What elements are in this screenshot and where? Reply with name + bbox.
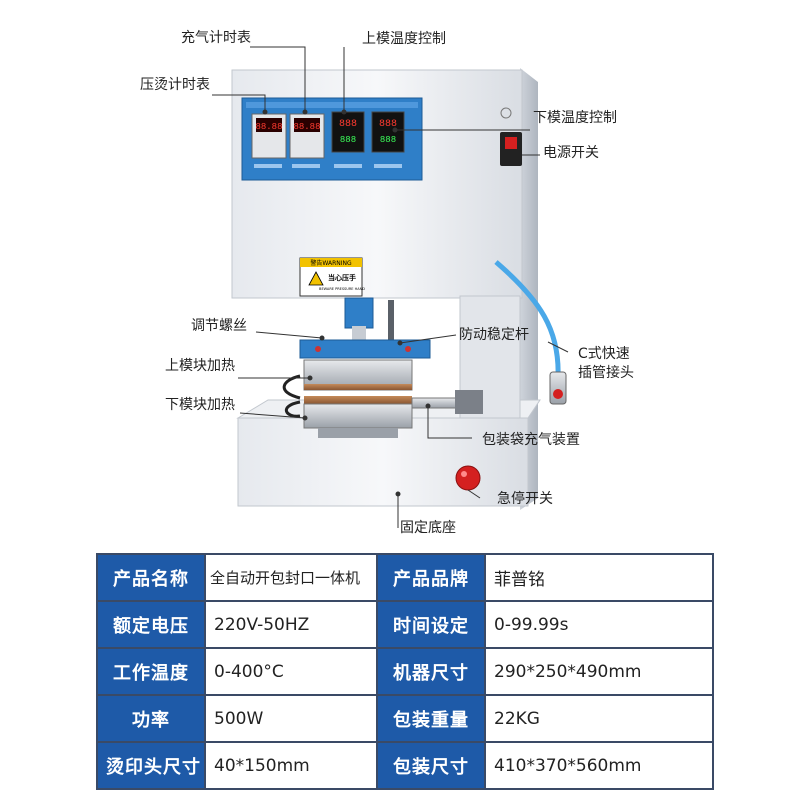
callout-inflate-timer: 充气计时表 — [181, 30, 251, 46]
display-3: 888 — [339, 119, 357, 130]
callout-press-timer: 压烫计时表 — [140, 77, 210, 93]
svg-text:888: 888 — [380, 135, 396, 145]
callout-lower-temp-control: 下模温度控制 — [533, 110, 617, 126]
spec-value: 500W — [204, 694, 378, 743]
callout-emergency-stop: 急停开关 — [497, 491, 553, 507]
callout-adjust-screw: 调节螺丝 — [191, 318, 247, 334]
callout-c-quick-connector-1: C式快速 — [578, 346, 630, 362]
warning-text: 当心压手 — [328, 273, 356, 282]
display-4: 888 — [379, 119, 397, 130]
air-hose — [494, 260, 561, 379]
table-row: 额定电压 220V-50HZ 时间设定 0-99.99s — [96, 600, 714, 649]
callout-lower-mold-heat: 下模块加热 — [165, 397, 235, 413]
spec-table: 产品名称 全自动开包封口一体机 产品品牌 菲普铭 额定电压 220V-50HZ … — [96, 553, 714, 790]
svg-text:888: 888 — [340, 135, 356, 145]
callout-bag-inflate-device: 包装袋充气装置 — [482, 432, 580, 448]
carrier-plate — [299, 339, 431, 359]
spec-value: 菲普铭 — [484, 553, 714, 602]
machine-illustration: 88.88 88.88 888 888 888 888 警告WARNING 当心… — [212, 46, 569, 528]
spec-key: 工作温度 — [96, 647, 206, 696]
spec-key: 产品名称 — [96, 553, 206, 602]
table-row: 烫印头尺寸 40*150mm 包装尺寸 410*370*560mm — [96, 741, 714, 790]
spec-key: 包装尺寸 — [376, 741, 486, 790]
spec-value: 0-400°C — [204, 647, 378, 696]
warning-header: 警告WARNING — [310, 259, 352, 267]
lower-mold — [304, 396, 412, 404]
display-2: 88.88 — [293, 122, 320, 132]
table-row: 产品名称 全自动开包封口一体机 产品品牌 菲普铭 — [96, 553, 714, 602]
inflate-nozzle — [411, 397, 461, 409]
callout-power-switch: 电源开关 — [543, 145, 599, 161]
spec-key: 产品品牌 — [376, 553, 486, 602]
emergency-stop — [455, 465, 481, 491]
spec-key: 额定电压 — [96, 600, 206, 649]
spec-key: 烫印头尺寸 — [96, 741, 206, 790]
spec-value: 410*370*560mm — [484, 741, 714, 790]
callout-c-quick-connector-2: 插管接头 — [578, 365, 634, 381]
spec-key: 包装重量 — [376, 694, 486, 743]
spec-value: 290*250*490mm — [484, 647, 714, 696]
display-1: 88.88 — [255, 122, 282, 132]
spec-value: 22KG — [484, 694, 714, 743]
spec-value: 40*150mm — [204, 741, 378, 790]
callout-upper-mold-heat: 上模块加热 — [165, 358, 235, 374]
callout-fixed-base: 固定底座 — [400, 520, 456, 536]
spec-value: 220V-50HZ — [204, 600, 378, 649]
table-row: 功率 500W 包装重量 22KG — [96, 694, 714, 743]
spec-value: 0-99.99s — [484, 600, 714, 649]
spec-value: 全自动开包封口一体机 — [204, 553, 378, 602]
spec-key: 机器尺寸 — [376, 647, 486, 696]
callout-upper-temp-control: 上模温度控制 — [362, 31, 446, 47]
table-row: 工作温度 0-400°C 机器尺寸 290*250*490mm — [96, 647, 714, 696]
spec-key: 功率 — [96, 694, 206, 743]
warning-sub: BEWARE PRESSURE HAND — [319, 287, 365, 291]
spec-key: 时间设定 — [376, 600, 486, 649]
callout-anti-rock-rod: 防动稳定杆 — [459, 327, 529, 343]
